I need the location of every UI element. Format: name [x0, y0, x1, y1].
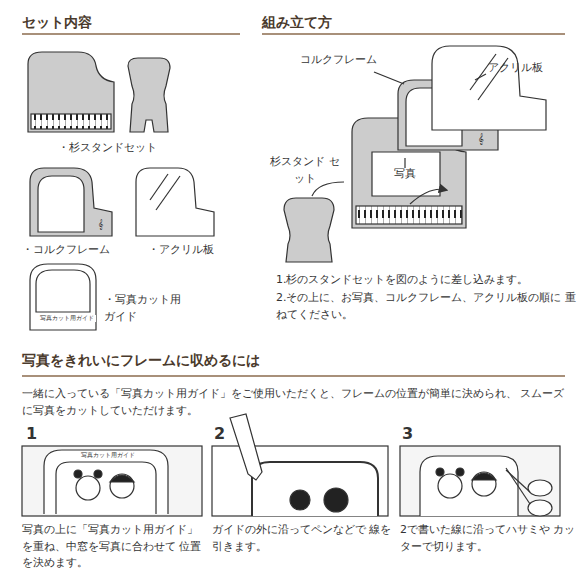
step-text: 2で書いた線に沿ってハサミや カッターで切ります。: [400, 522, 580, 555]
section-heading: 写真をきれいにフレームに収めるには: [22, 350, 422, 371]
section-heading: 組み立て方: [262, 12, 462, 33]
svg-text:𝄞: 𝄞: [98, 219, 103, 230]
part-label: コルクフレーム: [300, 52, 390, 69]
step-number: 1: [26, 422, 46, 446]
part-label: アクリル板: [488, 60, 568, 77]
step-text: ガイドの外に沿ってペンなどで 線を引きます。: [212, 522, 397, 555]
step-text: 写真の上に「写真カット用ガイド」 を重ね、中窓を写真に合わせて 位置を決めます。: [22, 522, 207, 572]
guide-print: 写真カット用ガイド: [38, 315, 96, 322]
svg-text:𝄞: 𝄞: [478, 133, 484, 145]
instruction-step: 1.杉のスタンドセットを図のように差し込みます。: [276, 272, 576, 289]
part-name: ・アクリル板: [148, 242, 238, 259]
step-number: 2: [214, 422, 234, 446]
section-heading: セット内容: [22, 12, 222, 33]
instruction-step: 2.その上に、お写真、コルクフレーム、アクリル板の順に 重ねてください。: [276, 290, 576, 323]
part-name: ・コルクフレーム: [22, 242, 132, 259]
part-name: ・杉スタンドセット: [58, 140, 208, 157]
part-label: 杉スタンド セット: [270, 154, 340, 187]
step-number: 3: [402, 422, 422, 446]
part-label: 写真: [394, 166, 434, 183]
intro-note: 一緒に入っている「写真カット用ガイド」をご使用いただくと、フレームの位置が簡単に…: [22, 386, 567, 419]
guide-print: 写真カット用ガイド: [64, 452, 152, 459]
part-name: ・写真カット用 ガイド: [104, 292, 194, 325]
